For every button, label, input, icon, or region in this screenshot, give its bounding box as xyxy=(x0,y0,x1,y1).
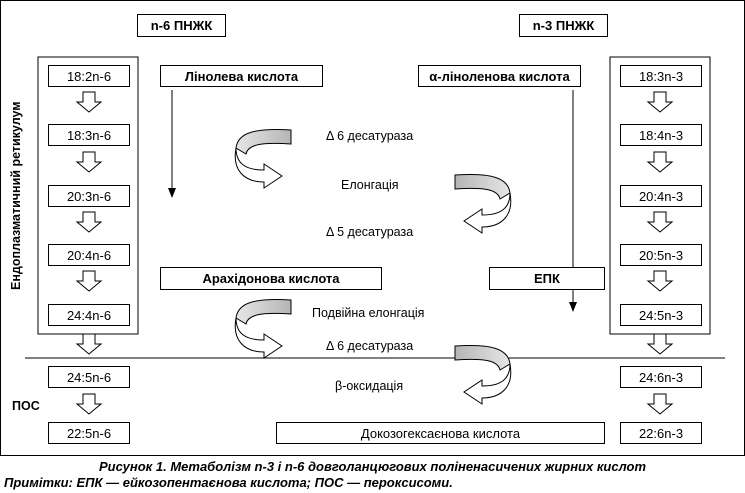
curve-arrow-d5-icon xyxy=(454,174,512,234)
alpha-linolenic-acid-box: α-ліноленова кислота xyxy=(418,65,581,87)
n6-step-arrow-0 xyxy=(75,91,103,113)
n3-header: n-3 ПНЖК xyxy=(519,14,608,37)
n6-step-arrow-2 xyxy=(75,211,103,233)
n6-node-0: 18:2n-6 xyxy=(48,65,130,87)
arachidonic-acid-box: Арахідонова кислота xyxy=(160,267,382,290)
n3-node-0: 18:3n-3 xyxy=(620,65,702,87)
curve-arrow-d6-icon xyxy=(234,129,292,189)
curve-arrow-elongation-icon xyxy=(234,299,292,359)
elongation-label: Елонгація xyxy=(341,178,399,192)
n6-header: n-6 ПНЖК xyxy=(137,14,226,37)
d6-desaturase-2-label: Δ 6 десатураза xyxy=(326,339,414,353)
n6-node-6: 22:5n-6 xyxy=(48,422,130,444)
n6-step-arrow-5 xyxy=(75,393,103,415)
n6-step-arrow-4 xyxy=(75,333,103,355)
n3-step-arrow-3 xyxy=(646,270,674,292)
chain-arrows xyxy=(75,91,674,415)
epa-box: ЕПК xyxy=(489,267,605,290)
n6-node-5: 24:5n-6 xyxy=(48,366,130,388)
n3-step-arrow-4 xyxy=(646,333,674,355)
n6-node-4: 24:4n-6 xyxy=(48,304,130,326)
n3-node-6: 22:6n-3 xyxy=(620,422,702,444)
er-label: Ендоплазматичний ретикулум xyxy=(9,101,23,290)
n3-flow-arrowhead xyxy=(569,302,577,312)
n3-node-4: 24:5n-3 xyxy=(620,304,702,326)
n3-node-3: 20:5n-3 xyxy=(620,244,702,266)
n3-node-2: 20:4n-3 xyxy=(620,185,702,207)
n3-node-1: 18:4n-3 xyxy=(620,124,702,146)
n3-step-arrow-5 xyxy=(646,393,674,415)
linoleic-acid-box: Лінолева кислота xyxy=(160,65,323,87)
n6-node-2: 20:3n-6 xyxy=(48,185,130,207)
curved-arrows xyxy=(234,129,512,405)
n6-step-arrow-1 xyxy=(75,151,103,173)
n6-flow-arrowhead xyxy=(168,188,176,198)
n3-node-5: 24:6n-3 xyxy=(620,366,702,388)
curve-arrow-beta-icon xyxy=(454,345,512,405)
figure-caption: Рисунок 1. Метаболізм n-3 і n-6 довголан… xyxy=(98,459,647,474)
d5-desaturase-label: Δ 5 десатураза xyxy=(326,225,414,239)
n3-step-arrow-0 xyxy=(646,91,674,113)
n6-node-1: 18:3n-6 xyxy=(48,124,130,146)
d6-desaturase-label: Δ 6 десатураза xyxy=(326,129,414,143)
double-elongation-label: Подвійна елонгація xyxy=(312,306,425,320)
beta-oxidation-label: β-оксидація xyxy=(335,379,404,393)
n3-step-arrow-1 xyxy=(646,151,674,173)
pos-label: ПОС xyxy=(12,399,40,413)
n3-step-arrow-2 xyxy=(646,211,674,233)
figure-notes: Примітки: ЕПК — ейкозопентаєнова кислота… xyxy=(4,475,453,490)
n6-node-3: 20:4n-6 xyxy=(48,244,130,266)
n6-step-arrow-3 xyxy=(75,270,103,292)
dha-box: Докозогексаєнова кислота xyxy=(276,422,605,444)
